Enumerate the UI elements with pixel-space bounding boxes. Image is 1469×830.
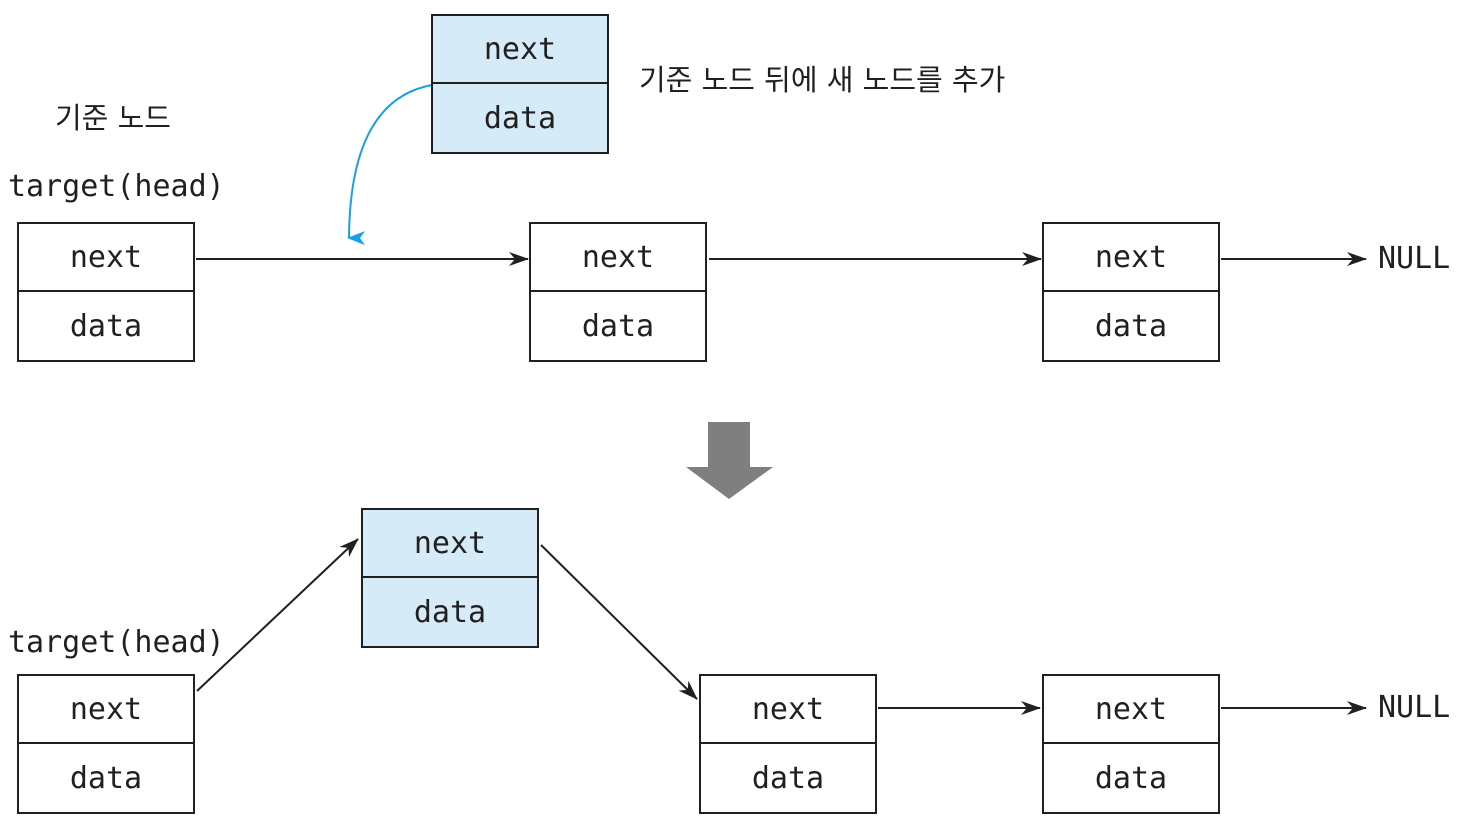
node-3-after: next data [1042,674,1220,814]
add-after-caption: 기준 노드 뒤에 새 노드를 추가 [639,63,1006,97]
data-field: data [581,308,655,344]
next-field: next [19,676,193,744]
new-node-after: next data [361,508,539,648]
null-label-after: NULL [1378,690,1451,725]
data-field: data [1094,760,1168,796]
next-field: next [433,16,607,84]
node-3-before: next data [1042,222,1220,362]
data-field: data [413,594,487,630]
node-2-after: next data [699,674,877,814]
transition-arrow [686,422,773,499]
node-2-before: next data [529,222,707,362]
null-label-before: NULL [1378,241,1451,276]
data-field: data [69,308,143,344]
data-field: data [1094,308,1168,344]
data-field: data [483,100,557,136]
target-label-before: target(head) [8,169,225,204]
link-head-to-new-after [196,538,359,692]
insert-arrow [347,84,433,246]
data-field: data [69,760,143,796]
target-label-after: target(head) [8,625,225,660]
next-field: next [19,224,193,292]
base-node-caption: 기준 노드 [55,101,171,135]
next-field: next [363,510,537,578]
head-node-after: next data [17,674,195,814]
link-new-to-node2-after [540,544,698,700]
next-field: next [1044,676,1218,744]
data-field: data [751,760,825,796]
next-field: next [701,676,875,744]
head-node-before: next data [17,222,195,362]
next-field: next [1044,224,1218,292]
next-field: next [531,224,705,292]
new-node-before: next data [431,14,609,154]
